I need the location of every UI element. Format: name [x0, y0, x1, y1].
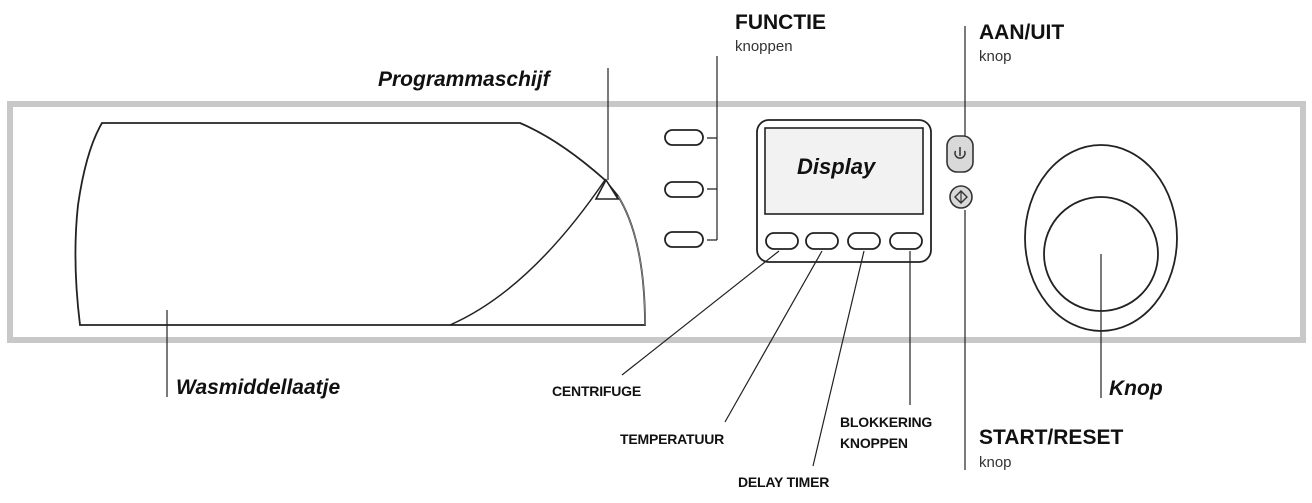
temperatuur-button[interactable]	[805, 232, 839, 250]
leader-temperatuur	[724, 250, 823, 423]
leader-centrifuge	[621, 250, 780, 376]
function-button-3[interactable]	[664, 231, 704, 248]
display-screen	[764, 127, 924, 215]
detergent-drawer	[74, 122, 646, 326]
drawer-front-edge	[449, 179, 606, 326]
blokkering-button[interactable]	[889, 232, 923, 250]
function-bracket	[707, 56, 718, 241]
function-button-1[interactable]	[664, 129, 704, 146]
function-button-2[interactable]	[664, 181, 704, 198]
centrifuge-button[interactable]	[765, 232, 799, 250]
program-dial-marker	[594, 178, 620, 200]
label-functie-sub: knoppen	[735, 38, 793, 55]
leader-delay-timer	[812, 250, 865, 467]
label-wasmiddellaatje: Wasmiddellaatje	[176, 376, 341, 399]
label-knop: Knop	[1109, 377, 1163, 400]
label-functie-title: FUNCTIE	[735, 11, 826, 34]
delay-timer-button[interactable]	[847, 232, 881, 250]
label-start-reset-sub: knop	[979, 454, 1012, 471]
drawer-thin-edge	[617, 195, 646, 326]
power-icon[interactable]	[946, 135, 974, 173]
label-programmaschijf: Programmaschijf	[378, 68, 550, 91]
label-blokkering-line1: BLOKKERING	[840, 414, 933, 430]
panel-frame	[7, 101, 1306, 343]
label-centrifuge: CENTRIFUGE	[552, 383, 642, 399]
label-blokkering-line2: KNOPPEN	[840, 435, 908, 451]
label-aan-uit-title: AAN/UIT	[979, 21, 1065, 44]
label-temperatuur: TEMPERATUUR	[620, 431, 725, 447]
label-display: Display	[797, 154, 876, 179]
start-reset-icon[interactable]	[949, 185, 973, 209]
label-delay-timer: DELAY TIMER	[738, 474, 830, 490]
label-start-reset-title: START/RESET	[979, 426, 1124, 449]
label-aan-uit-sub: knop	[979, 48, 1012, 65]
